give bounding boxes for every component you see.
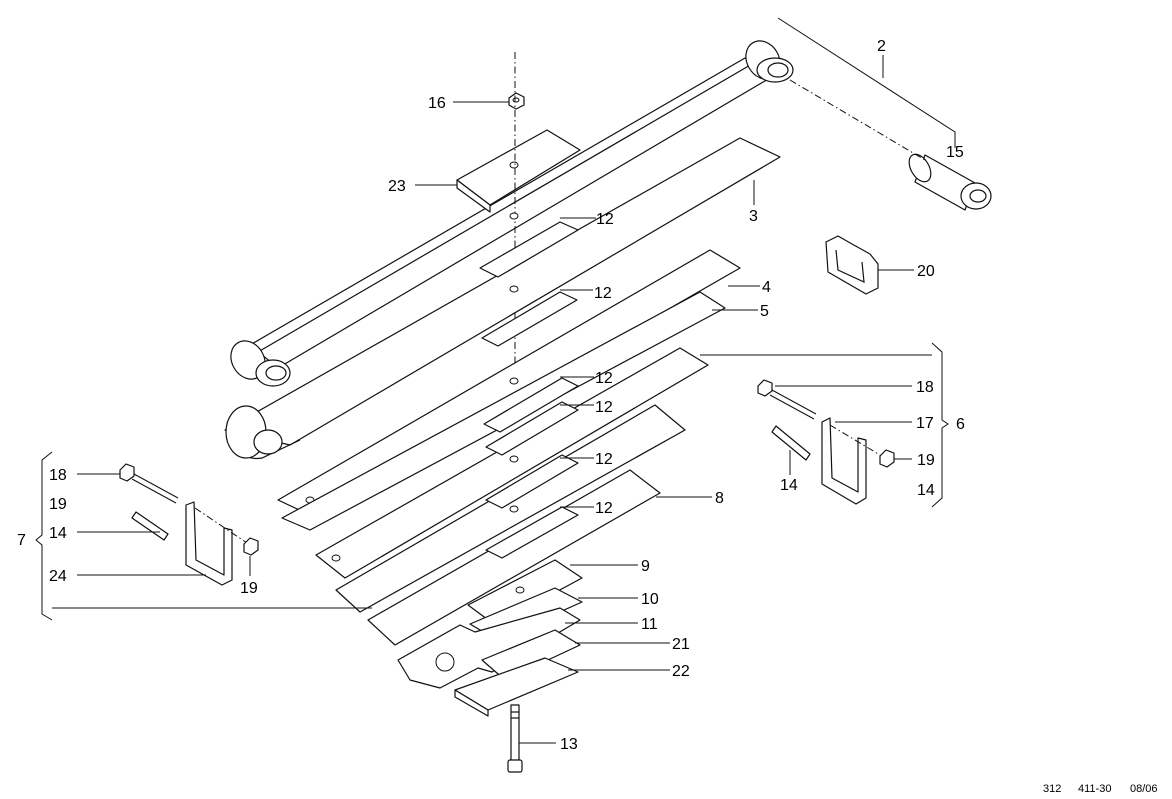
- lower-plate-21[interactable]: [481, 629, 581, 681]
- callout-4: 4: [762, 279, 771, 296]
- bracket-7: [35, 451, 53, 621]
- callout-13: 13: [560, 736, 578, 753]
- callout-12: 12: [596, 211, 614, 228]
- bolt-axis-right: [829, 424, 881, 456]
- u-bracket-right[interactable]: [821, 417, 867, 505]
- interleaf-spacer[interactable]: [479, 221, 579, 278]
- footer-date: 08/06: [1130, 783, 1158, 795]
- center-bolt[interactable]: [507, 704, 523, 773]
- callout-24: 24: [49, 568, 67, 585]
- bracket-6: [931, 342, 949, 508]
- callout-23: 23: [388, 178, 406, 195]
- bracket-2: [777, 17, 956, 148]
- callout-18: 18: [49, 467, 67, 484]
- callout-14: 14: [780, 477, 798, 494]
- interleaf-spacer[interactable]: [485, 506, 579, 559]
- spacer-plate[interactable]: [456, 129, 581, 213]
- callout-21: 21: [672, 636, 690, 653]
- callout-7: 7: [17, 532, 26, 549]
- callout-17: 17: [916, 415, 934, 432]
- callout-12: 12: [594, 285, 612, 302]
- bolt-left[interactable]: [119, 463, 179, 504]
- callout-10: 10: [641, 591, 659, 608]
- interleaf-spacer[interactable]: [485, 401, 579, 456]
- callout-16: 16: [428, 95, 446, 112]
- callout-6: 6: [956, 416, 965, 433]
- callout-19: 19: [917, 452, 935, 469]
- hex-nut-left[interactable]: [243, 537, 259, 556]
- pin-right[interactable]: [771, 425, 811, 461]
- interleaf-spacer[interactable]: [483, 377, 579, 433]
- callout-12: 12: [595, 370, 613, 387]
- u-bracket-left[interactable]: [185, 501, 233, 586]
- callout-11: 11: [641, 616, 658, 633]
- lower-plate-22[interactable]: [454, 657, 579, 717]
- bolt-hole: [509, 212, 519, 220]
- callout-9: 9: [641, 558, 650, 575]
- bolt-right[interactable]: [757, 379, 817, 420]
- callout-19: 19: [49, 496, 67, 513]
- callout-14: 14: [49, 525, 67, 542]
- callout-12: 12: [595, 399, 613, 416]
- callout-19: 19: [240, 580, 258, 597]
- leader-lines: [52, 101, 932, 744]
- hex-nut-right[interactable]: [879, 449, 895, 468]
- callout-8: 8: [715, 490, 724, 507]
- footer-page-number: 312: [1043, 783, 1061, 795]
- spring-clip[interactable]: [825, 235, 879, 295]
- callout-20: 20: [917, 263, 935, 280]
- callout-15: 15: [946, 144, 964, 161]
- callout-3: 3: [749, 208, 758, 225]
- interleaf-spacer[interactable]: [481, 291, 578, 347]
- bolt-axis-left: [194, 507, 251, 546]
- interleaf-spacer[interactable]: [485, 454, 579, 509]
- pin-left[interactable]: [131, 511, 169, 541]
- callout-2: 2: [877, 38, 886, 55]
- callout-18: 18: [916, 379, 934, 396]
- spring-leaf-5[interactable]: [281, 291, 726, 531]
- callout-12: 12: [595, 500, 613, 517]
- pin-axis-line: [789, 79, 926, 161]
- callout-12: 12: [595, 451, 613, 468]
- callout-22: 22: [672, 663, 690, 680]
- callout-14: 14: [917, 482, 935, 499]
- footer-group-code: 411-30: [1078, 783, 1111, 795]
- hex-nut-top[interactable]: [508, 92, 525, 110]
- spring-pin[interactable]: [905, 151, 992, 211]
- callout-5: 5: [760, 303, 769, 320]
